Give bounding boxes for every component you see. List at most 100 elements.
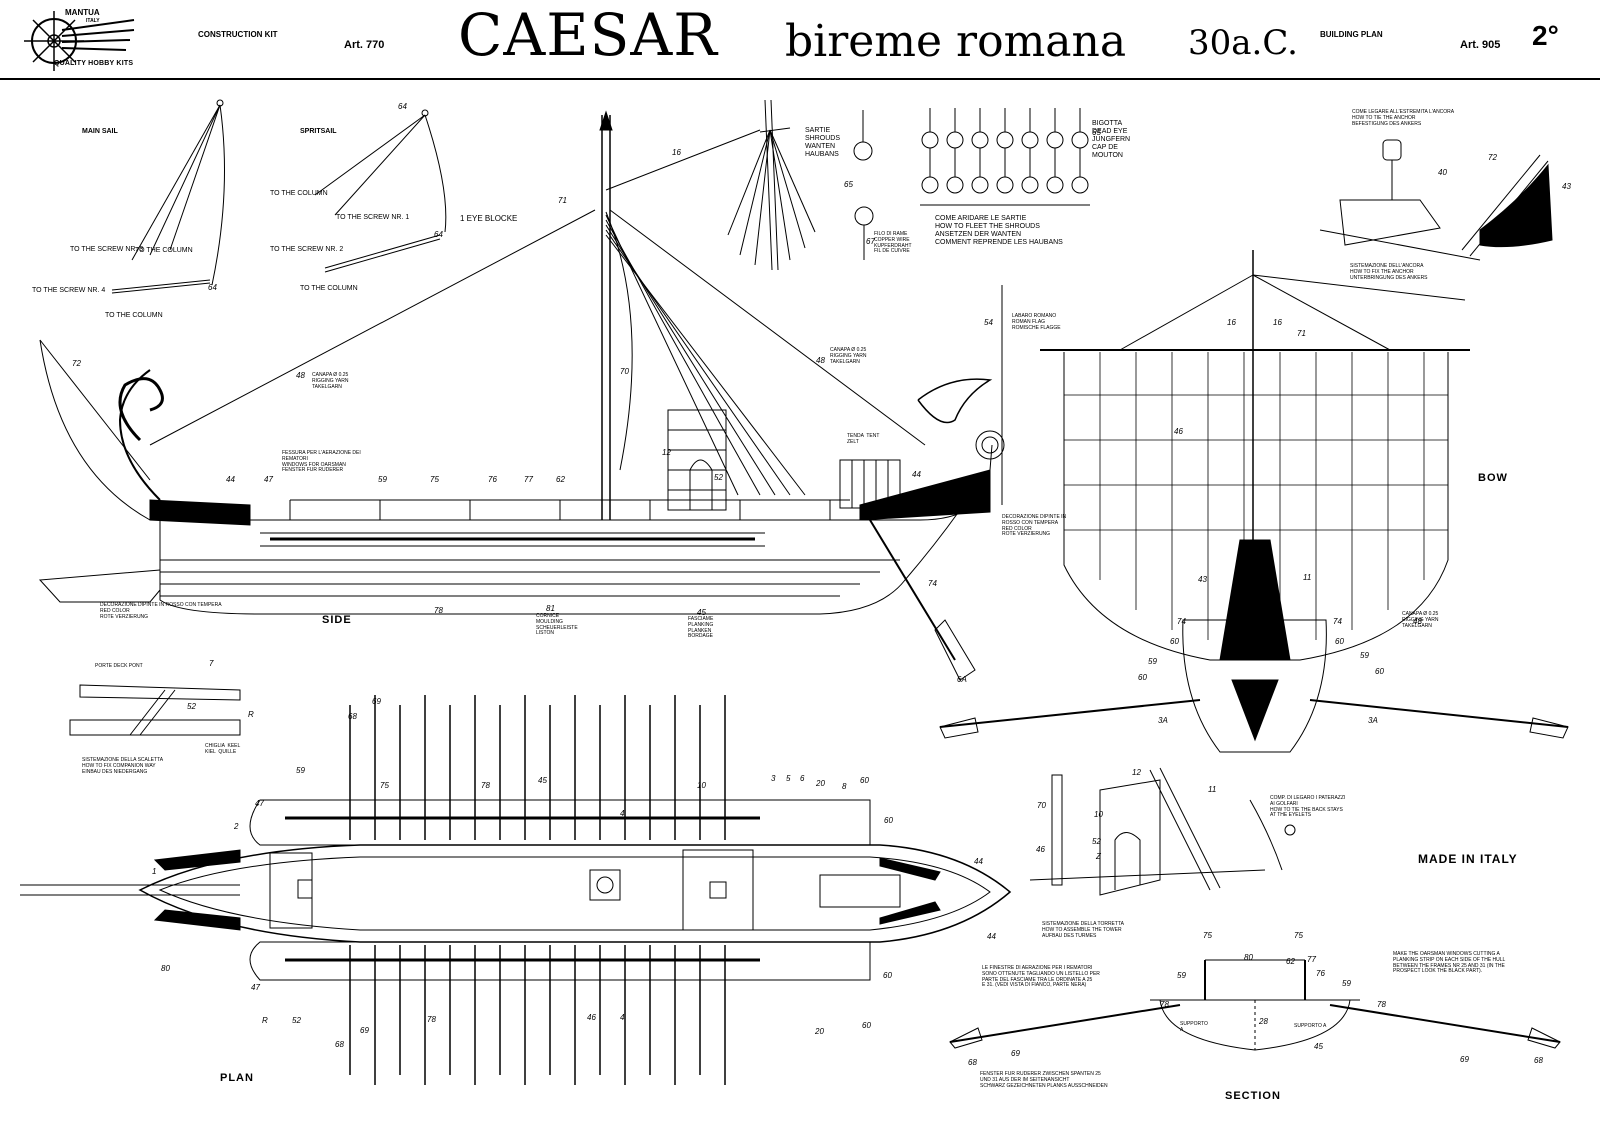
callout-rb: R: [262, 1016, 268, 1025]
callout-12b: 12: [1132, 768, 1141, 777]
view-label-plan: PLAN: [220, 1072, 254, 1084]
deck-note: PORTE DECK PONT: [95, 663, 143, 669]
callout-4: 4: [620, 809, 625, 818]
callout-59: 59: [378, 475, 387, 484]
callout-76: 76: [488, 475, 497, 484]
callout-3a-left: 3A: [1158, 716, 1168, 725]
callout-60b: 60: [1335, 637, 1344, 646]
view-label-bow: BOW: [1478, 472, 1508, 484]
callout-81: 81: [546, 604, 555, 613]
callout-3: 3: [771, 774, 776, 783]
callout-59c: 59: [1360, 651, 1369, 660]
callout-45: 45: [697, 608, 706, 617]
tent-note: TENDA TENT ZELT: [847, 433, 880, 445]
callout-45c: 45: [1314, 1042, 1323, 1051]
page-year: 30a.C.: [1188, 23, 1298, 63]
callout-48c: 48: [1413, 617, 1422, 626]
logo-country: ITALY: [86, 18, 100, 24]
fleet-shrouds-note: COME ARIDARE LE SARTIE HOW TO FLEET THE …: [935, 215, 1063, 247]
callout-78e: 78: [1377, 1000, 1386, 1009]
callout-10: 10: [697, 781, 706, 790]
callout-72: 72: [72, 359, 81, 368]
to-screw-2-label: TO THE SCREW NR. 2: [270, 246, 344, 253]
callout-6: 6: [800, 774, 805, 783]
callout-47c: 47: [251, 983, 260, 992]
callout-2: 2: [234, 822, 239, 831]
callout-68b: 68: [335, 1040, 344, 1049]
tower-assembly-detail: [1029, 767, 1296, 896]
callout-71: 71: [558, 196, 567, 205]
support-a-right: SUPPORTO A: [1294, 1023, 1327, 1029]
callout-46: 46: [1174, 427, 1183, 436]
callout-16: 16: [672, 148, 681, 157]
rigging-yarn-note-1: CANAPA Ø 0.25 RIGGING YARN TAKELGARN: [312, 372, 349, 390]
callout-64: 64: [208, 283, 217, 292]
fenster-note: FENSTER FUR RUDERER ZWISCHEN SPANTEN 25 …: [980, 1071, 1108, 1089]
callout-78d: 78: [1160, 1000, 1169, 1009]
page-title: CAESAR: [458, 1, 718, 69]
callout-4b: 4: [620, 1013, 625, 1022]
to-column-label-4: TO THE COLUMN: [105, 312, 163, 319]
plan-view: [20, 695, 1012, 1085]
roman-flag-note: LABARO ROMANO ROMAN FLAG ROMISCHE FLAGGE: [1012, 313, 1061, 331]
callout-80: 80: [161, 964, 170, 973]
callout-62b: 62: [1286, 957, 1295, 966]
callout-20b: 20: [815, 1027, 824, 1036]
callout-47b: 47: [255, 799, 264, 808]
logo-brand: MANTUA: [65, 8, 100, 17]
callout-59f: 59: [1342, 979, 1351, 988]
side-view-hull: [38, 110, 1005, 681]
bow-decoration-note: DECORAZIONE DIPINTE IN ROSSO CON TEMPERA…: [1002, 514, 1067, 538]
callout-78c: 78: [427, 1015, 436, 1024]
moulding-note: CORNICE MOULDING SCHEUERLEISTE LISTON: [536, 613, 578, 637]
callout-46c: 46: [1036, 845, 1045, 854]
shrouds-note: SARTIE SHROUDS WANTEN HAUBANS: [805, 127, 841, 159]
view-label-side: SIDE: [322, 614, 352, 626]
callout-8: 8: [842, 782, 847, 791]
ladder-note: SISTEMAZIONE DELLA SCALETTA HOW TO FIX C…: [82, 757, 164, 775]
callout-44b: 44: [912, 470, 921, 479]
callout-77b: 77: [1307, 955, 1316, 964]
callout-16c: 16: [1273, 318, 1282, 327]
callout-65b: 65: [844, 180, 853, 189]
planking-note: FASCIAME PLANKING PLANKEN BORDAGE: [688, 616, 714, 640]
callout-70: 70: [620, 367, 629, 376]
callout-44d: 44: [987, 932, 996, 941]
plan-label: BUILDING PLAN: [1320, 30, 1383, 39]
callout-28: 28: [1259, 1017, 1268, 1026]
page-subtitle: bireme romana: [785, 16, 1127, 67]
support-a-left: SUPPORTO A: [1180, 1021, 1208, 1033]
callout-75b: 75: [380, 781, 389, 790]
anchor-detail: [1319, 139, 1553, 261]
callout-60h: 60: [883, 971, 892, 980]
callout-78: 78: [434, 606, 443, 615]
callout-12: 12: [662, 448, 671, 457]
made-in-italy: MADE IN ITALY: [1418, 852, 1518, 866]
bow-view: [939, 250, 1569, 753]
callout-59d: 59: [296, 766, 305, 775]
title-header: MANTUA ITALY QUALITY HOBBY KITS CONSTRUC…: [0, 0, 1600, 80]
callout-77: 77: [524, 475, 533, 484]
callout-70b: 70: [1037, 801, 1046, 810]
callout-52: 52: [714, 473, 723, 482]
shrouds-detail: [727, 99, 874, 271]
callout-62: 62: [556, 475, 565, 484]
callout-10b: 10: [1094, 810, 1103, 819]
callout-60g: 60: [862, 1021, 871, 1030]
callout-7: 7: [209, 659, 214, 668]
deadeye-note: BIGOTTA DEAD EYE JUNGFERN CAP DE MOUTON: [1092, 120, 1131, 160]
callout-64b: 64: [398, 102, 407, 111]
callout-52c: 52: [292, 1016, 301, 1025]
spritsail-detail: [314, 109, 447, 273]
to-screw-4-label: TO THE SCREW NR. 4: [32, 287, 106, 294]
callout-75c: 75: [1203, 931, 1212, 940]
callout-52d: 52: [1092, 837, 1101, 846]
callout-68: 68: [348, 712, 357, 721]
callout-64c: 64: [434, 230, 443, 239]
sheet-number: 2°: [1532, 20, 1559, 51]
anchor-tie-note: COME LEGARE ALL'ESTREMITA L'ANCORA HOW T…: [1352, 109, 1455, 127]
callout-71b: 71: [1297, 329, 1306, 338]
callout-68d: 68: [1534, 1056, 1543, 1065]
callout-69d: 69: [1460, 1055, 1469, 1064]
callout-47: 47: [264, 475, 273, 484]
